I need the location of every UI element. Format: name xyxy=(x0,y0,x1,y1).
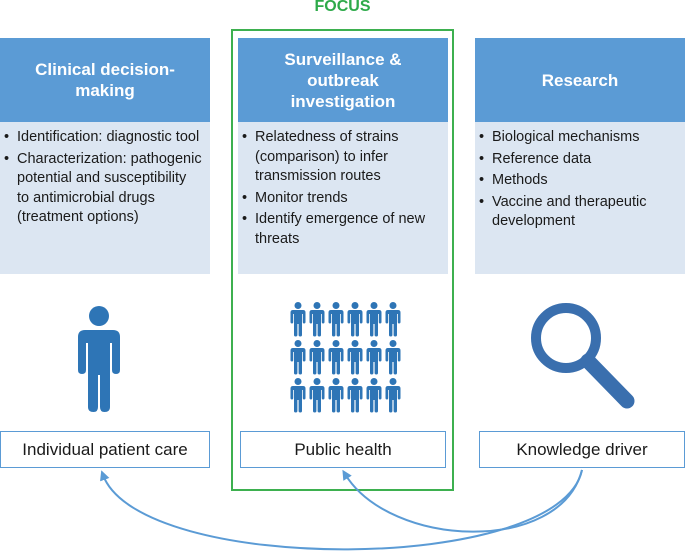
small-person-icon xyxy=(385,340,401,375)
outcome-label: Knowledge driver xyxy=(516,439,648,459)
knowledge-driver-box: Knowledge driver xyxy=(479,431,685,468)
research-bullet: Methods xyxy=(479,171,677,191)
surveillance-header: Surveillance & outbreak investigation xyxy=(238,38,448,122)
outcome-label: Public health xyxy=(294,439,392,459)
research-header: Research xyxy=(475,38,685,122)
outcome-label: Individual patient care xyxy=(22,439,188,459)
magnifying-glass-icon xyxy=(527,300,639,419)
research-title: Research xyxy=(541,70,619,90)
small-person-icon xyxy=(309,340,325,375)
person-icon xyxy=(76,305,122,418)
research-bullet: Vaccine and therapeutic development xyxy=(479,193,677,232)
public-health-box: Public health xyxy=(240,431,446,468)
arrow-knowledge-to-public-health xyxy=(342,469,583,533)
research-bullet: Reference data xyxy=(479,150,677,170)
arrow-knowledge-to-patient-care xyxy=(100,469,583,551)
clinical-body: Identification: diagnostic tool Characte… xyxy=(0,122,210,274)
small-person-icon xyxy=(328,340,344,375)
clinical-header: Clinical decision-making xyxy=(0,38,210,122)
small-person-icon xyxy=(328,378,344,413)
clinical-bullet-list: Identification: diagnostic tool Characte… xyxy=(4,128,202,228)
surveillance-bullet-list: Relatedness of strains (comparison) to i… xyxy=(242,128,440,249)
focus-label: FOCUS xyxy=(314,0,371,15)
surveillance-bullet: Identify emergence of new threats xyxy=(242,210,440,249)
small-person-icon xyxy=(385,302,401,337)
surveillance-bullet: Monitor trends xyxy=(242,189,440,209)
small-person-icon xyxy=(328,302,344,337)
small-person-icon xyxy=(366,302,382,337)
surveillance-title: Surveillance & outbreak investigation xyxy=(284,49,402,111)
small-person-icon xyxy=(290,302,306,337)
individual-patient-care-box: Individual patient care xyxy=(0,431,210,468)
small-person-icon xyxy=(347,340,363,375)
small-person-icon xyxy=(366,340,382,375)
research-bullet: Biological mechanisms xyxy=(479,128,677,148)
research-body: Biological mechanisms Reference data Met… xyxy=(475,122,685,274)
small-person-icon xyxy=(347,302,363,337)
surveillance-bullet: Relatedness of strains (comparison) to i… xyxy=(242,128,440,187)
clinical-bullet: Characterization: pathogenic potential a… xyxy=(4,150,202,228)
small-person-icon xyxy=(309,302,325,337)
small-person-icon xyxy=(385,378,401,413)
small-person-icon xyxy=(290,340,306,375)
clinical-bullet: Identification: diagnostic tool xyxy=(4,128,202,148)
small-person-icon xyxy=(290,378,306,413)
population-icon xyxy=(289,301,403,418)
clinical-title: Clinical decision-making xyxy=(35,60,175,100)
small-person-icon xyxy=(366,378,382,413)
surveillance-body: Relatedness of strains (comparison) to i… xyxy=(238,122,448,274)
small-person-icon xyxy=(347,378,363,413)
focus-frame xyxy=(231,29,454,491)
research-bullet-list: Biological mechanisms Reference data Met… xyxy=(479,128,677,232)
small-person-icon xyxy=(309,378,325,413)
